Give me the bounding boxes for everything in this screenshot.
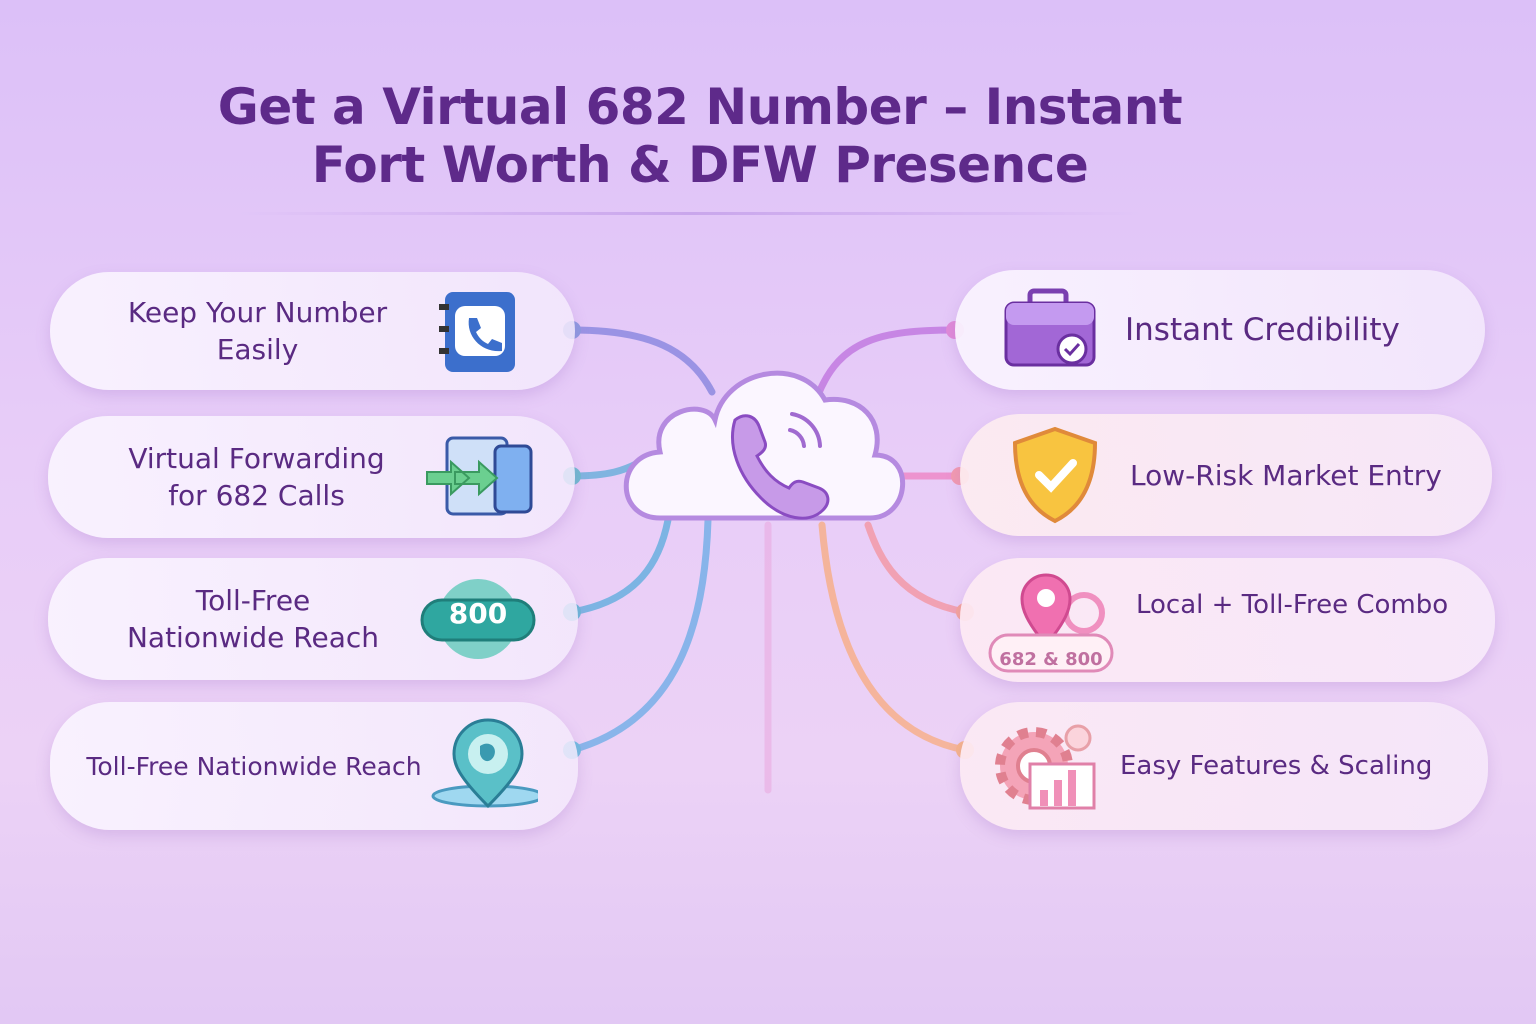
feature-card-nationwide: Toll-Free Nationwide Reach <box>50 702 578 830</box>
globe-pin-icon <box>428 716 538 816</box>
location-pin-icon: 682 & 800 <box>986 570 1116 673</box>
connector <box>568 516 712 754</box>
gear-chart-icon <box>990 716 1100 816</box>
briefcase-check-icon <box>995 280 1105 380</box>
connector <box>818 521 969 754</box>
toll-free-800-icon: 800 <box>418 569 538 669</box>
connector <box>814 326 959 399</box>
feature-card-combo: 682 & 800 Local + Toll-Free Combo <box>960 558 1495 682</box>
feature-card-credibility: Instant Credibility <box>955 270 1485 390</box>
connector <box>568 326 716 396</box>
feature-card-scaling: Easy Features & Scaling <box>960 702 1488 830</box>
connector <box>864 521 969 616</box>
cloud-phone-icon <box>623 370 905 521</box>
feature-card-keep-number: Keep Your Number Easily <box>50 272 575 390</box>
shield-check-icon <box>1000 425 1110 525</box>
feature-card-forwarding: Virtual Forwarding for 682 Calls <box>48 416 575 538</box>
phone-book-icon <box>425 281 535 381</box>
connector <box>568 516 672 616</box>
feature-card-toll-free: Toll-Free Nationwide Reach 800 <box>48 558 578 680</box>
forwarding-phone-icon <box>425 427 535 527</box>
feature-card-low-risk: Low-Risk Market Entry <box>960 414 1492 536</box>
page-title: Get a Virtual 682 Number – Instant Fort … <box>217 78 1183 194</box>
title-divider <box>240 212 1140 215</box>
